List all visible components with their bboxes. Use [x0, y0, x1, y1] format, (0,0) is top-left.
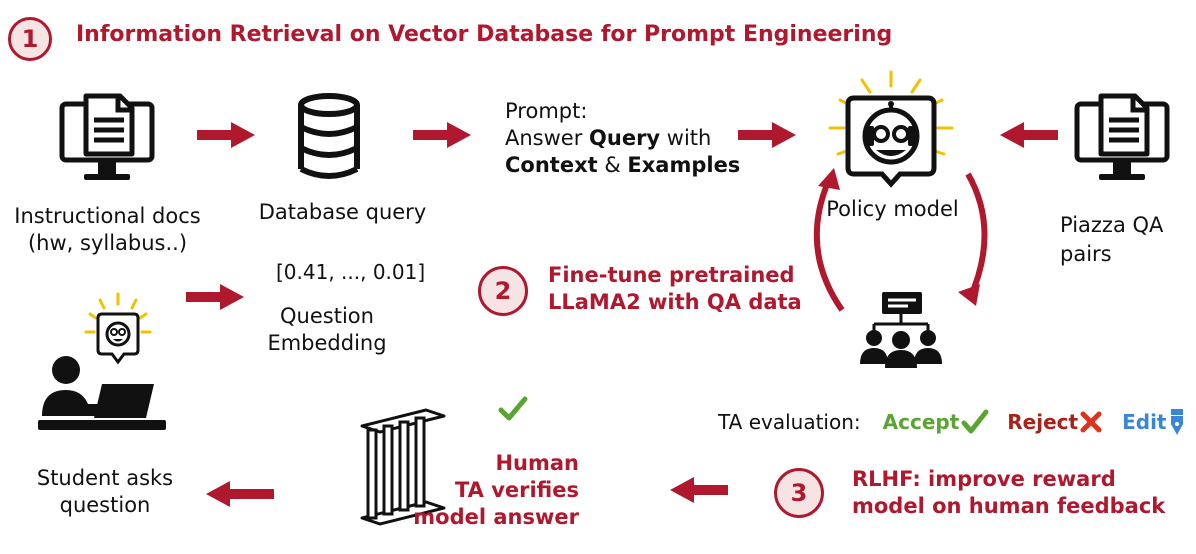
- monitor-document-icon: [1074, 93, 1170, 180]
- db-label: Database query: [258, 200, 427, 224]
- section-1-badge: 1: [8, 17, 52, 61]
- prompt-text: Prompt: Answer Query with Context & Exam…: [505, 98, 740, 179]
- human-ta-line2: TA verifies: [454, 478, 579, 502]
- docs-label-line1: Instructional docs: [14, 204, 201, 228]
- embedding-label-line1: Question: [280, 304, 374, 328]
- section-3-title: RLHF: improve reward model on human feed…: [852, 466, 1165, 520]
- section-3-title-line2: model on human feedback: [852, 494, 1166, 518]
- section-2-title: Fine-tune pretrained LLaMA2 with QA data: [548, 262, 802, 316]
- section-2-title-line2: LLaMA2 with QA data: [548, 290, 802, 314]
- edit-label: Edit: [1122, 410, 1167, 434]
- section-3-badge: 3: [774, 468, 824, 518]
- human-ta-line1: Human: [495, 451, 579, 475]
- ladder-icon: [360, 408, 446, 526]
- policy-label: Policy model: [826, 197, 959, 221]
- human-ta-line3: model answer: [413, 505, 579, 529]
- student-laptop-icon: [38, 292, 166, 430]
- team-presentation-icon: [860, 292, 942, 368]
- arrow-student-to-embedding: [186, 284, 244, 310]
- embedding-label-line2: Embedding: [267, 331, 387, 355]
- student-label: Student asks question: [25, 465, 185, 519]
- prompt-answer: Answer: [505, 126, 590, 150]
- ta-evaluation-row: TA evaluation: Accept Reject Edit: [718, 408, 1185, 436]
- checkmark-icon: [961, 409, 989, 434]
- section-1-number: 1: [21, 25, 39, 53]
- arrow-db-to-prompt: [413, 122, 471, 148]
- section-2-title-line1: Fine-tune pretrained: [548, 263, 795, 287]
- arrow-human-to-student: [206, 481, 274, 507]
- accept-label: Accept: [882, 410, 960, 434]
- docs-label-line2: (hw, syllabus..): [27, 231, 188, 255]
- prompt-examples: Examples: [627, 153, 741, 177]
- section-3-title-line1: RLHF: improve reward: [852, 467, 1116, 491]
- monitor-document-icon: [59, 93, 155, 180]
- section-3-number: 3: [790, 479, 808, 507]
- feedback-loop-arrows: [813, 168, 988, 312]
- human-ta-label: Human TA verifies model answer: [405, 450, 579, 531]
- robot-icon: [828, 70, 954, 188]
- database-icon: [298, 93, 360, 179]
- arrow-rlhf-to-human: [670, 477, 728, 503]
- prompt-line2: Answer Query with: [505, 125, 740, 152]
- pen-icon: [1170, 409, 1183, 435]
- arrow-prompt-to-policy: [738, 122, 796, 148]
- prompt-line3: Context & Examples: [505, 152, 740, 179]
- docs-label: Instructional docs (hw, syllabus..): [10, 203, 205, 257]
- piazza-label-line1: Piazza QA: [1060, 213, 1164, 237]
- prompt-context: Context: [505, 153, 598, 177]
- prompt-line1: Prompt:: [505, 99, 588, 123]
- arrow-docs-to-db: [197, 122, 255, 148]
- student-label-line2: question: [59, 493, 151, 517]
- section-2-number: 2: [494, 277, 512, 305]
- reject-label: Reject: [1007, 410, 1079, 434]
- checkmark-icon: [498, 396, 528, 421]
- piazza-label: Piazza QA pairs: [1060, 211, 1163, 269]
- ta-evaluation-label: TA evaluation:: [718, 410, 861, 434]
- piazza-label-line2: pairs: [1060, 242, 1112, 266]
- embedding-label: Question Embedding: [262, 303, 392, 357]
- prompt-query: Query: [589, 126, 661, 150]
- embedding-vector: [0.41, ..., 0.01]: [276, 260, 426, 284]
- prompt-with: with: [660, 126, 712, 150]
- section-1-title: Information Retrieval on Vector Database…: [76, 22, 893, 47]
- arrow-piazza-to-policy: [1000, 122, 1058, 148]
- student-label-line1: Student asks: [36, 466, 174, 490]
- prompt-and: &: [597, 153, 628, 177]
- section-2-badge: 2: [478, 266, 528, 316]
- x-icon: [1080, 411, 1102, 433]
